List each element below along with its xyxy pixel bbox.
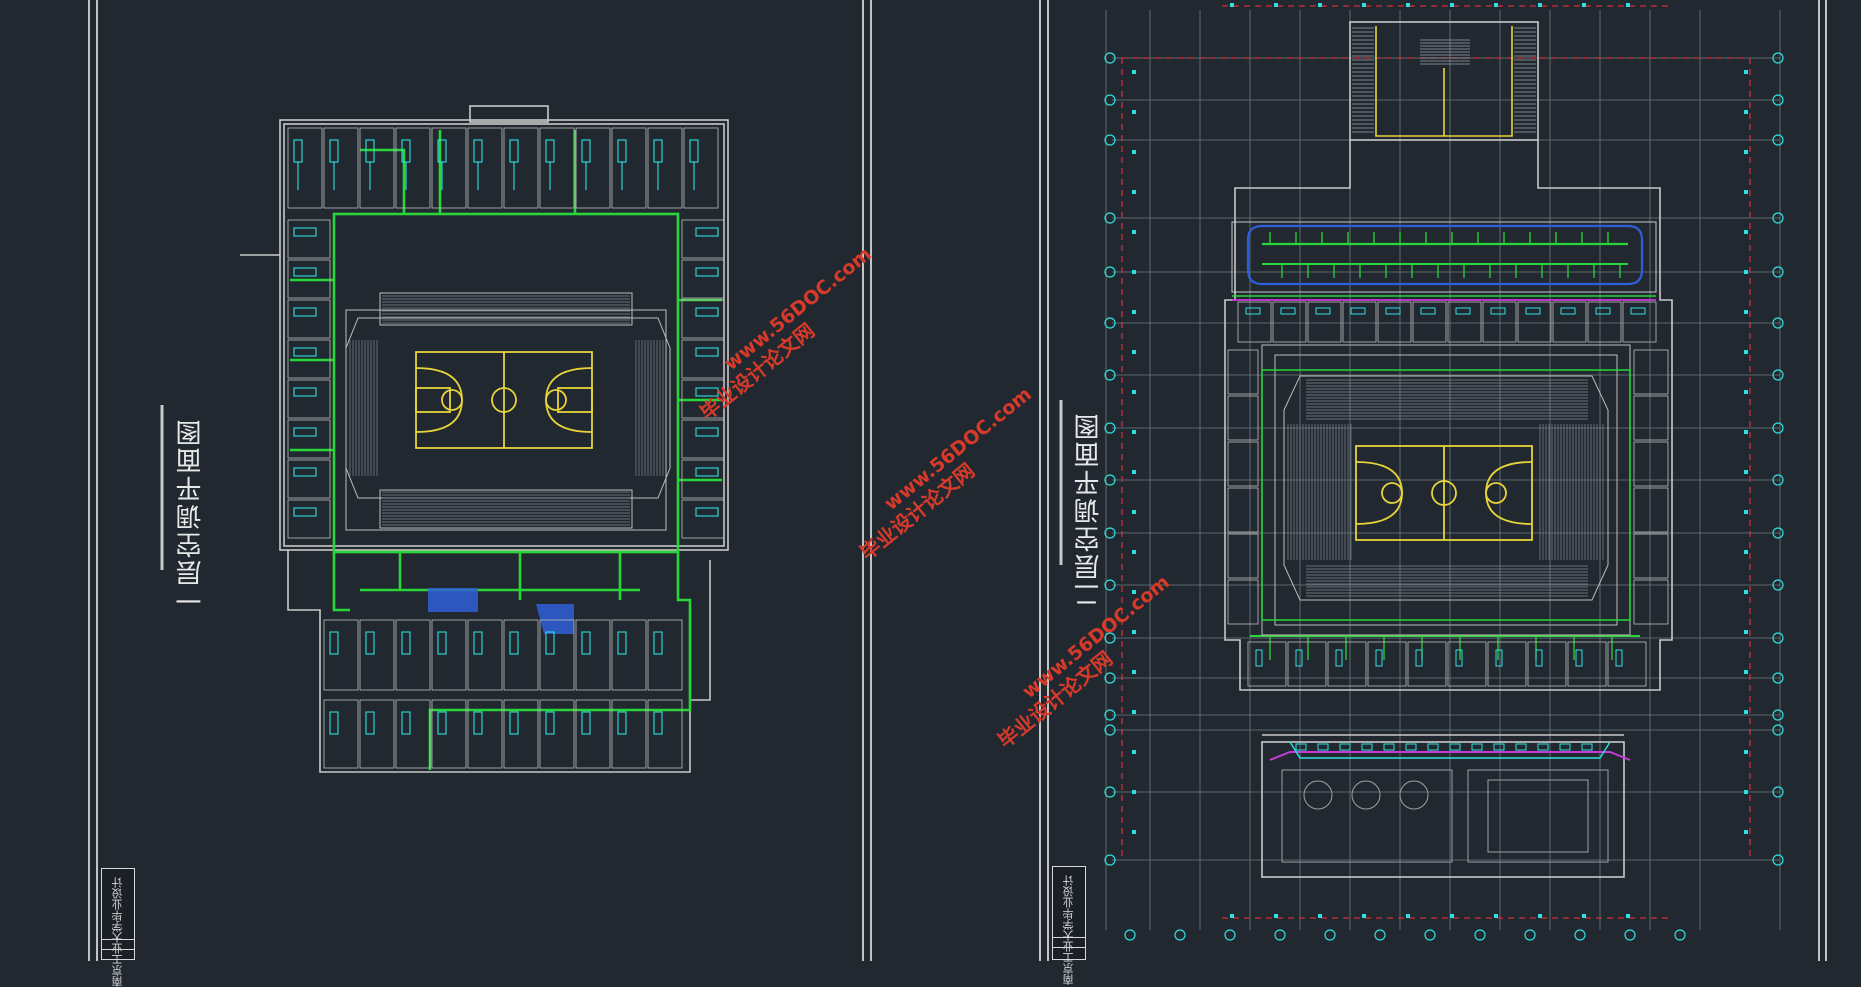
right-duct-network (1231, 221, 1657, 761)
second-floor-plan (1104, 3, 1784, 941)
title-block-text: 南京工业大学毕业设计 (111, 877, 124, 987)
right-title-block: 南京工业大学毕业设计 (1052, 866, 1086, 985)
first-floor-plan (240, 105, 729, 773)
right-sheet-title: 二层空调平面图 (1074, 412, 1104, 608)
left-title-block: 南京工业大学毕业设计 (101, 868, 135, 987)
hvac-floor-plan-drawing[interactable] (0, 0, 1861, 961)
sheet-frames (88, 0, 1827, 961)
left-sheet-title: 一层空调平面图 (176, 418, 206, 614)
title-block-text: 南京工业大学毕业设计 (1062, 875, 1075, 985)
right-basketball-court (1355, 445, 1533, 541)
left-duct-loop (290, 130, 722, 770)
left-basketball-court (415, 351, 593, 449)
circle-axis-marker (1104, 52, 1784, 941)
